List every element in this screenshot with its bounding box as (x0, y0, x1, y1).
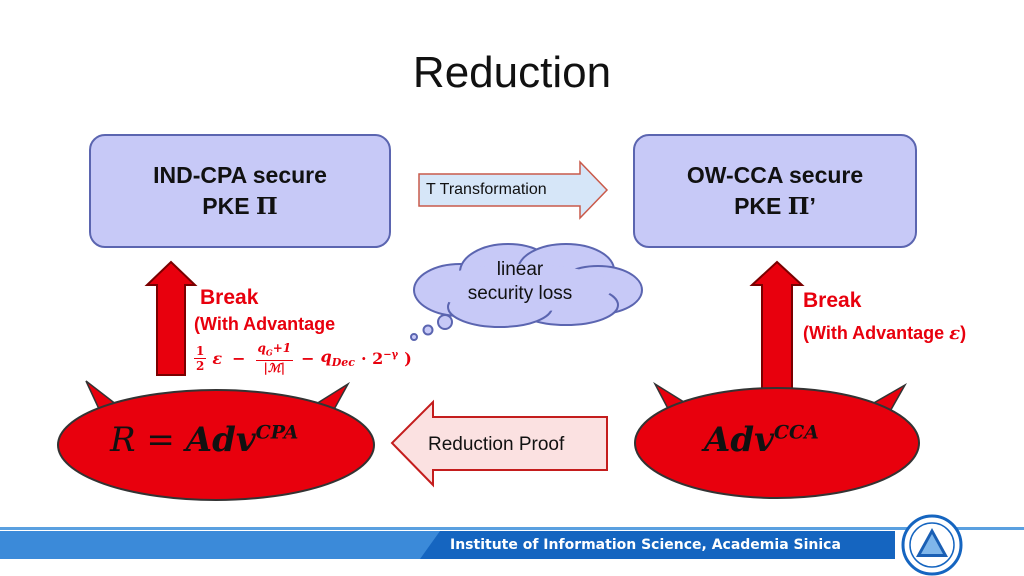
pi-symbol: Π (255, 193, 278, 220)
reduction-proof-arrow (390, 399, 608, 488)
left-ellipse-text: R = AdvCPA (110, 420, 299, 460)
pi-prime-symbol: Π (787, 193, 810, 220)
cloud-line1: linear (496, 259, 544, 280)
institute-name: Institute of Information Science, Academ… (450, 537, 841, 553)
right-break-label: Break (803, 289, 862, 312)
power-term: · 2−γ (360, 348, 399, 368)
institute-logo (901, 514, 963, 576)
page-title: Reduction (412, 48, 612, 97)
ow-cca-box: OW-CCA secure PKE Π’ (633, 134, 917, 248)
ind-cpa-box: IND-CPA secure PKE Π (89, 134, 391, 248)
cloud-text: linear security loss (440, 258, 600, 306)
left-break-arrow (144, 260, 198, 376)
cloud-bubble-medium (422, 324, 434, 336)
qg-denominator: |ℳ| (263, 360, 286, 375)
close-paren: ) (404, 348, 412, 368)
footer-band-accent (0, 531, 440, 559)
left-advantage-formula: 1 2 ε − qG+1 |ℳ| − qDec · 2−γ ) (194, 338, 412, 378)
left-advantage-label: (With Advantage (194, 314, 336, 334)
footer-top-line (0, 527, 1024, 530)
transformation-arrow (418, 160, 609, 220)
left-break-label: Break (200, 286, 259, 309)
qg-fraction: qG+1 |ℳ| (255, 341, 294, 375)
right-break-arrow (749, 260, 805, 399)
cloud-line2: security loss (467, 283, 573, 304)
cloud-bubble-large (437, 314, 453, 330)
cloud-bubble-small (410, 333, 418, 341)
r-symbol: R (110, 420, 136, 460)
adv-cca-sup: CCA (773, 421, 819, 444)
qdec-term: qDec (320, 346, 355, 370)
adv-cpa-base: Adv (185, 420, 256, 460)
adv-cpa-sup: CPA (255, 421, 299, 444)
qg-numerator: qG+1 (255, 341, 294, 361)
right-adversary-ellipse (634, 387, 920, 499)
ow-cca-line2: PKE Π’ (734, 193, 816, 220)
ind-cpa-line1: IND-CPA secure (153, 162, 327, 188)
right-advantage-label: (With Advantage ε) (803, 323, 967, 344)
half-fraction: 1 2 (194, 343, 207, 373)
reduction-proof-label: Reduction Proof (428, 434, 565, 455)
minus-sign-2: − (301, 348, 315, 368)
right-epsilon: ε (949, 323, 961, 344)
epsilon-symbol: ε (212, 348, 223, 368)
ow-cca-line1: OW-CCA secure (686, 162, 864, 188)
adv-cca-base: Adv (704, 420, 774, 460)
left-adversary-ellipse (57, 389, 375, 501)
right-ellipse-text: AdvCCA (704, 420, 819, 460)
minus-sign: − (232, 348, 246, 368)
transformation-label: T Transformation (426, 181, 547, 198)
ind-cpa-line2: PKE Π (202, 193, 278, 220)
